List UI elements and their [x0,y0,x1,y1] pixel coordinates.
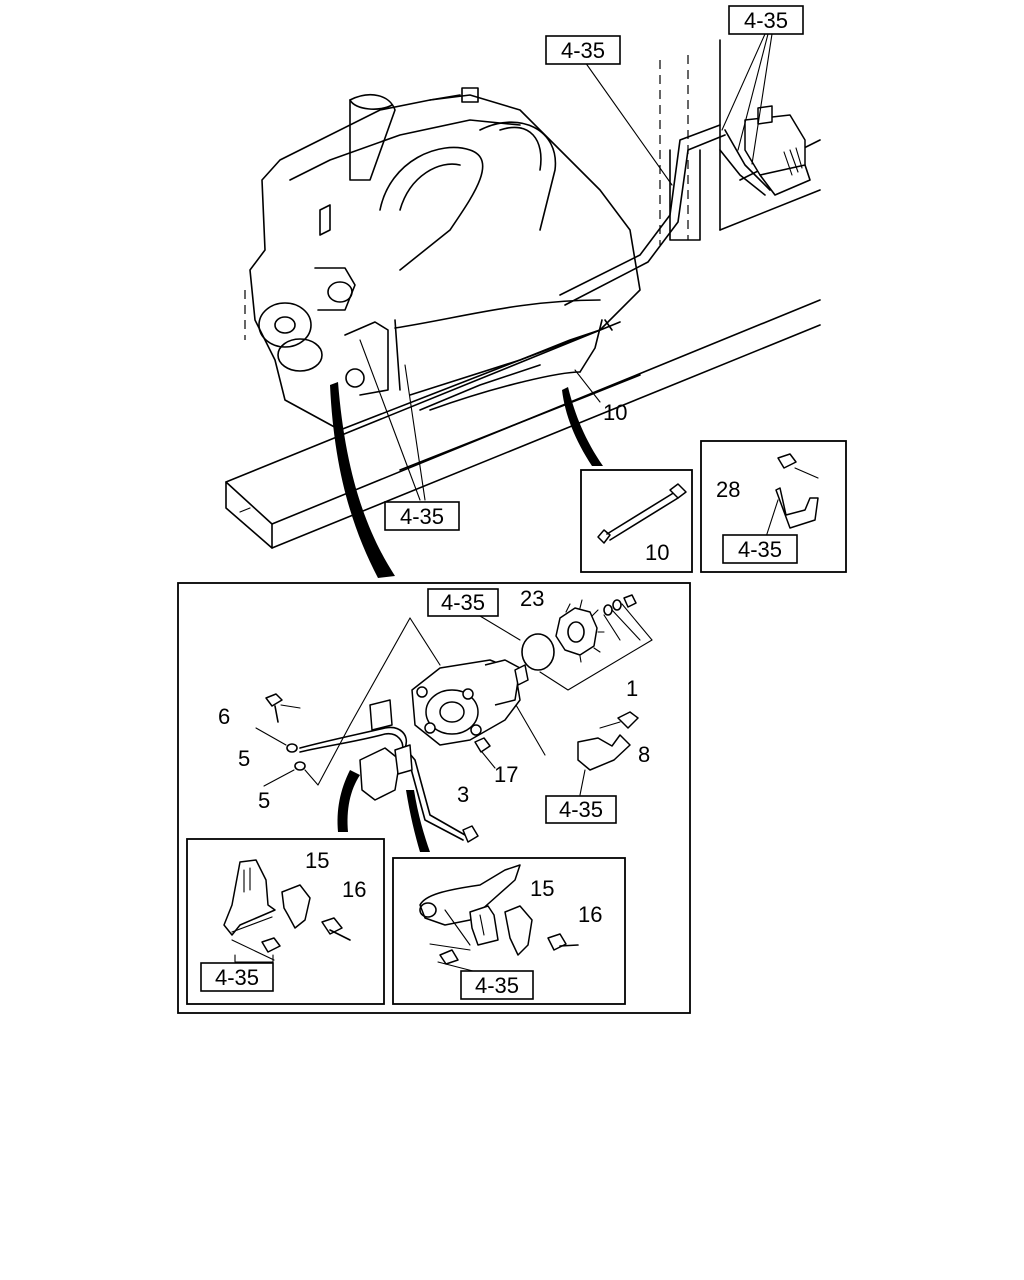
ref-box-pump-top: 4-35 [441,590,485,615]
svg-text:4-35: 4-35 [400,504,444,529]
svg-text:4-35: 4-35 [744,8,788,33]
ref-box-clamp-right: 4-35 [475,973,519,998]
engine-overview [225,33,821,578]
inset-clamp-right: 15 16 4-35 [392,857,626,1005]
label-part-28: 28 [716,477,740,502]
label-part-10: 10 [603,400,627,425]
ref-box-bracket: 4-35 [738,537,782,562]
label-part-5-lower: 5 [258,788,270,813]
pump-detail: 4-35 4-35 [177,582,691,1014]
label-part-16-right: 16 [578,902,602,927]
label-part-15-right: 15 [530,876,554,901]
label-part-1: 1 [626,676,638,701]
label-part-16-left: 16 [342,877,366,902]
inset-clamp-left: 15 16 4-35 [186,838,385,1005]
ref-box-top-right: 4-35 [728,5,804,35]
label-part-15-left: 15 [305,848,329,873]
label-part-23: 23 [520,586,544,611]
label-part-10-inset: 10 [645,540,669,565]
ref-box-top-center: 4-35 [545,35,621,65]
ref-box-pump-bracket: 4-35 [559,797,603,822]
ref-box-engine-bottom: 4-35 [384,501,460,531]
label-part-17: 17 [494,762,518,787]
label-part-6: 6 [218,704,230,729]
inset-hose: 10 [580,469,693,573]
label-part-3: 3 [457,782,469,807]
ref-box-clamp-left: 4-35 [215,965,259,990]
inset-bracket: 28 4-35 [700,440,847,573]
svg-text:4-35: 4-35 [561,38,605,63]
label-part-8: 8 [638,742,650,767]
label-part-5-upper: 5 [238,746,250,771]
